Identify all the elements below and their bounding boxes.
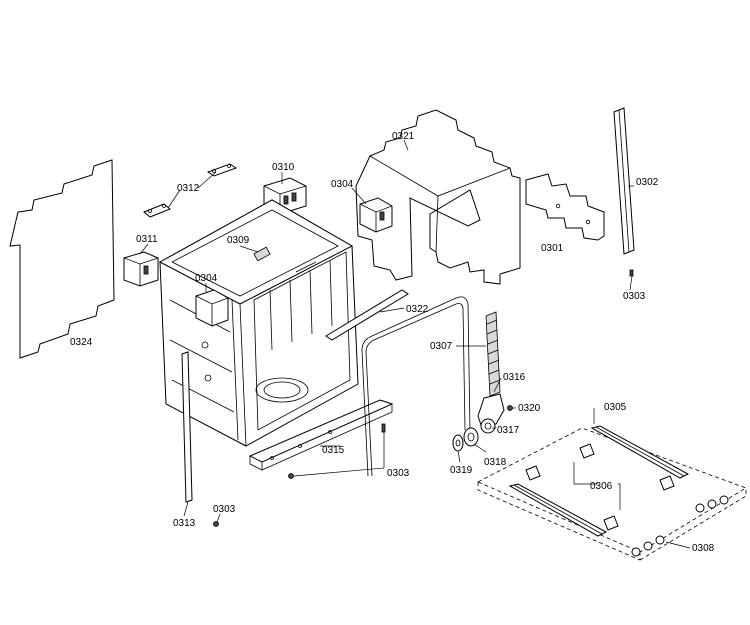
part-0313-strip — [181, 351, 193, 503]
label-0322: 0322 — [406, 304, 429, 315]
label-0324: 0324 — [70, 337, 93, 348]
part-0311-hinge — [123, 251, 159, 287]
part-door-gasket — [361, 296, 471, 477]
label-0317: 0317 — [497, 425, 520, 436]
label-0305: 0305 — [604, 402, 627, 413]
label-0313: 0313 — [173, 518, 196, 529]
part-0301-plate — [525, 173, 605, 241]
label-0319: 0319 — [450, 465, 473, 476]
label-0320: 0320 — [518, 403, 541, 414]
part-tub — [158, 199, 359, 447]
label-0304-insulation: 0304 — [331, 179, 354, 190]
part-hose-assembly — [452, 311, 513, 452]
label-0307: 0307 — [430, 341, 453, 352]
label-0316: 0316 — [503, 372, 526, 383]
label-0321: 0321 — [392, 131, 415, 142]
part-0322-strip — [325, 289, 409, 341]
part-0302-rail — [613, 107, 635, 277]
screws — [213, 423, 386, 527]
part-leveling-kit — [477, 425, 747, 561]
label-0303-center: 0303 — [387, 468, 410, 479]
label-0309: 0309 — [227, 235, 250, 246]
label-0311: 0311 — [136, 234, 158, 245]
label-0306: 0306 — [590, 481, 613, 492]
label-0304-tub: 0304 — [195, 273, 218, 284]
label-0303-right: 0303 — [623, 291, 646, 302]
leader-lines — [139, 139, 691, 549]
part-0321-insulation — [355, 109, 521, 285]
label-0310: 0310 — [272, 162, 295, 173]
part-0315-base — [248, 399, 394, 471]
label-0312: 0312 — [177, 183, 200, 194]
callout-labels: 0324 0312 0310 0311 0309 0304 0304 0321 … — [70, 131, 715, 554]
label-0303-bottom: 0303 — [213, 504, 236, 515]
label-0308: 0308 — [692, 543, 715, 554]
part-side-panel — [9, 159, 115, 359]
label-0318: 0318 — [484, 457, 507, 468]
label-0301: 0301 — [541, 243, 564, 254]
label-0315: 0315 — [322, 445, 345, 456]
label-0302: 0302 — [636, 177, 659, 188]
